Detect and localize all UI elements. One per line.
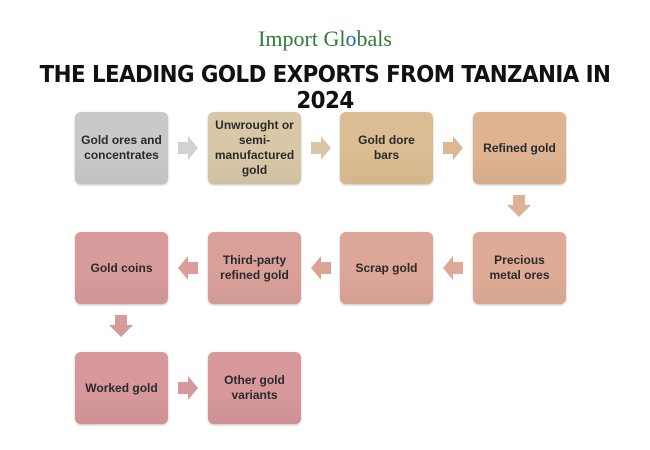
step-precious-metal-ores: Precious metal ores bbox=[473, 232, 566, 304]
step-worked-gold: Worked gold bbox=[75, 352, 168, 424]
arrow-right-icon bbox=[178, 136, 198, 160]
step-third-party-refined-gold: Third-party refined gold bbox=[208, 232, 301, 304]
step-refined-gold: Refined gold bbox=[473, 112, 566, 184]
step-gold-dore-bars: Gold dore bars bbox=[340, 112, 433, 184]
arrow-right-icon bbox=[311, 136, 331, 160]
arrow-right-icon bbox=[443, 136, 463, 160]
step-gold-coins: Gold coins bbox=[75, 232, 168, 304]
arrow-left-icon bbox=[178, 256, 198, 280]
step-gold-ores: Gold ores and concentrates bbox=[75, 112, 168, 184]
step-scrap-gold: Scrap gold bbox=[340, 232, 433, 304]
arrow-left-icon bbox=[443, 256, 463, 280]
arrow-right-icon bbox=[178, 376, 198, 400]
step-other-gold-variants: Other gold variants bbox=[208, 352, 301, 424]
arrow-left-icon bbox=[311, 256, 331, 280]
arrow-down-icon bbox=[507, 195, 531, 217]
import-globals-logo: Import Globals bbox=[258, 26, 392, 51]
arrow-down-icon bbox=[109, 315, 133, 337]
step-unwrought-gold: Unwrought or semi-manufactured gold bbox=[208, 112, 301, 184]
page-title: THE LEADING GOLD EXPORTS FROM TANZANIA I… bbox=[39, 62, 611, 114]
